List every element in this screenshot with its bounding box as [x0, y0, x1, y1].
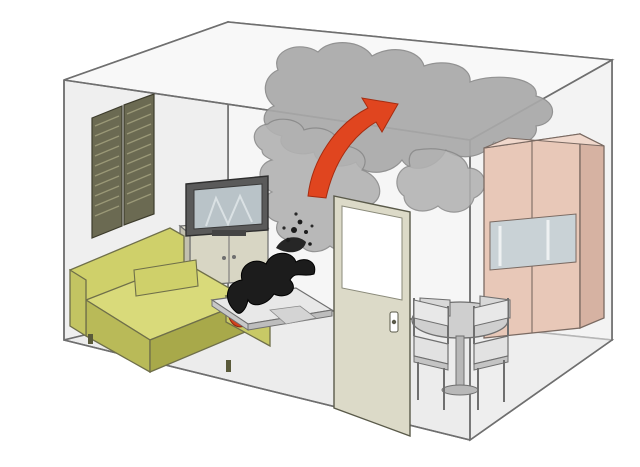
door	[333, 195, 411, 438]
wardrobe	[483, 132, 605, 339]
smoke-direction-arrow	[307, 97, 399, 199]
window-shutters	[91, 93, 155, 239]
dining-chairs	[413, 295, 511, 410]
black-smoke-plume	[227, 212, 316, 314]
television	[185, 175, 269, 237]
